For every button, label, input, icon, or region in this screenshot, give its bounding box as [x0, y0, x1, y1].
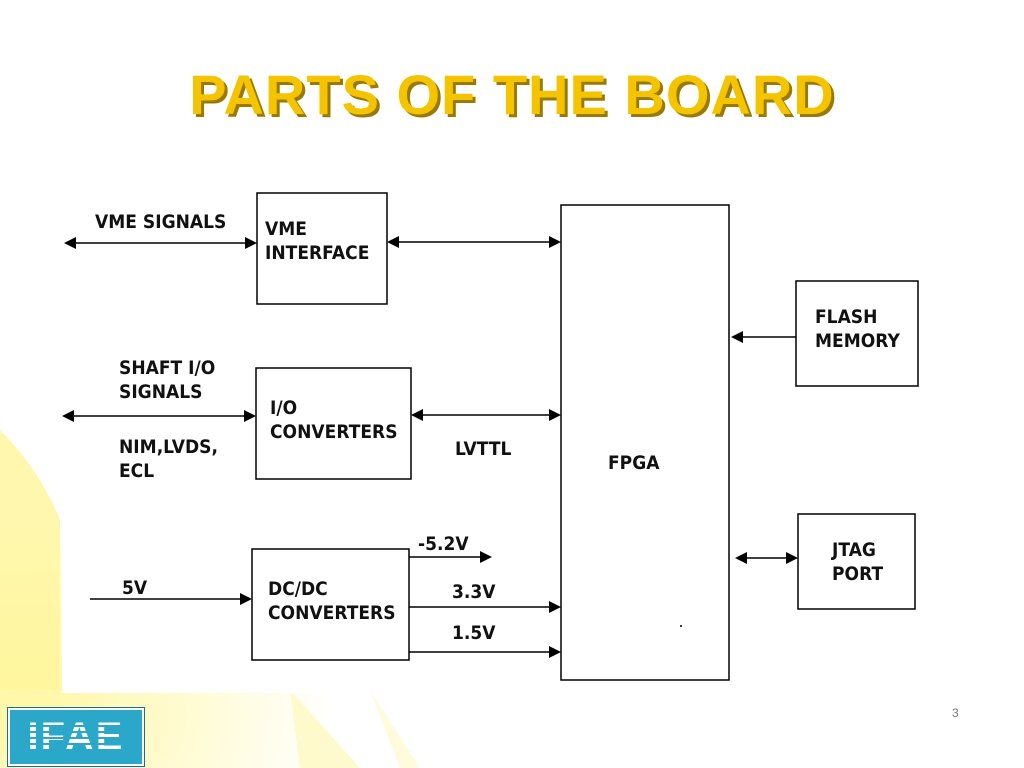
neg-5-2v-label: -5.2V — [418, 533, 469, 555]
io-converters-block — [255, 367, 412, 480]
input-5v-label: 5V — [122, 577, 148, 599]
vme-interface-label: VME INTERFACE — [265, 218, 370, 264]
vme-interface-block — [256, 192, 388, 305]
slide-title: PARTS OF THE BOARD — [189, 63, 835, 126]
out-1-5v-label: 1.5V — [452, 622, 496, 644]
fpga-block — [560, 204, 730, 681]
dcdc-converters-block — [251, 548, 410, 661]
flash-memory-label: FLASH MEMORY — [815, 306, 900, 352]
lvttl-label: LVTTL — [455, 438, 512, 460]
fpga-label: FPGA — [608, 452, 660, 474]
signal-standards-label: NIM,LVDS, ECL — [119, 436, 218, 482]
flash-memory-block — [795, 280, 919, 387]
ifae-logo-text: IFAE — [27, 714, 125, 759]
ifae-logo: IFAE — [8, 708, 144, 766]
jtag-port-label: JTAG PORT — [832, 539, 884, 585]
dcdc-converters-label: DC/DC CONVERTERS — [268, 578, 396, 624]
vme-signals-label: VME SIGNALS — [95, 211, 227, 233]
jtag-port-block — [797, 513, 916, 610]
shaft-io-signals-label: SHAFT I/O SIGNALS — [119, 357, 216, 403]
stray-dot — [680, 625, 682, 627]
page-number: 3 — [952, 706, 959, 720]
io-converters-label: I/O CONVERTERS — [270, 397, 398, 443]
out-3-3v-label: 3.3V — [452, 581, 496, 603]
